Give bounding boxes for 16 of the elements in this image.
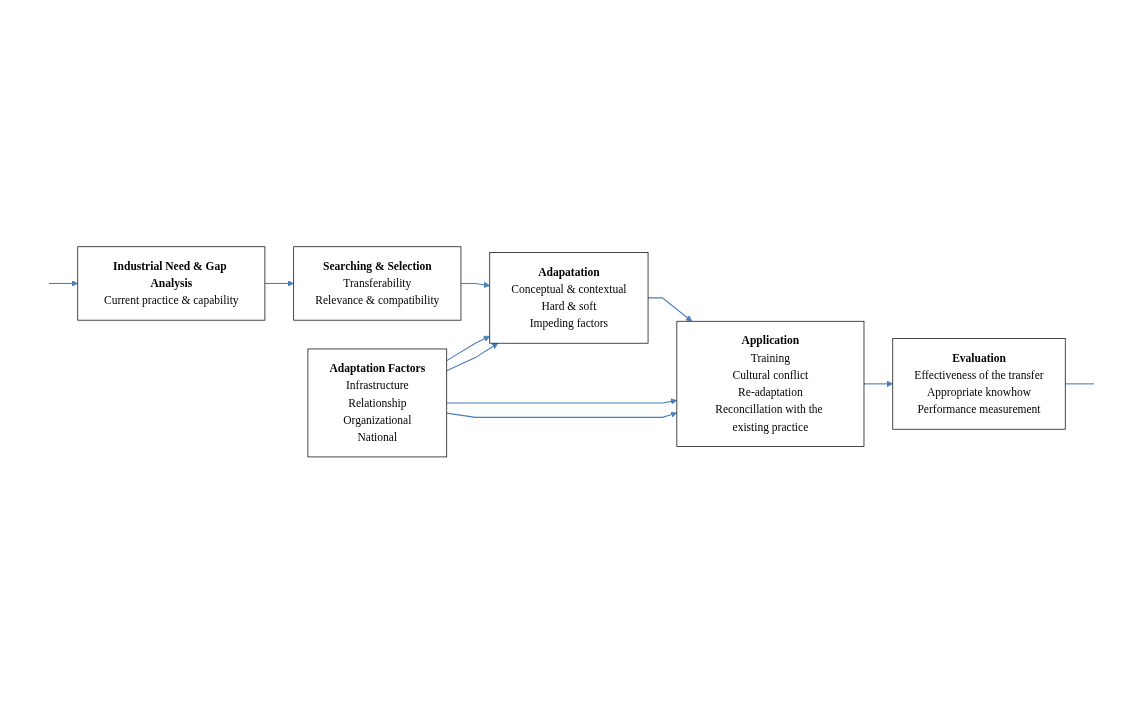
arrow xyxy=(446,411,678,419)
arrow xyxy=(264,280,294,287)
connector xyxy=(1064,383,1095,385)
arrow xyxy=(446,336,491,362)
arrow xyxy=(863,380,894,388)
arrow xyxy=(446,398,678,405)
arrow xyxy=(446,343,499,372)
node-box: Evaluation Effectiveness of the transfer Appropriate knowhow Performance measurement xyxy=(892,338,1066,430)
node-box: Adaptation Factors Infrastructure Relationship Organizational National xyxy=(307,348,448,458)
node-box: Adapatation Conceptual & contextual Hard & soft Impeding factors xyxy=(489,252,649,344)
arrow xyxy=(460,281,491,289)
node-box: Industrial Need & Gap Analysis Current practice & capability xyxy=(77,246,266,321)
node-box: Application Training Cultural conflict Re-adaptation Reconcillation with the existing practice xyxy=(676,321,865,447)
node-box: Searching & Selection Transferability Relevance & compatibility xyxy=(293,246,462,321)
arrow xyxy=(48,280,79,287)
arrow xyxy=(647,297,693,322)
